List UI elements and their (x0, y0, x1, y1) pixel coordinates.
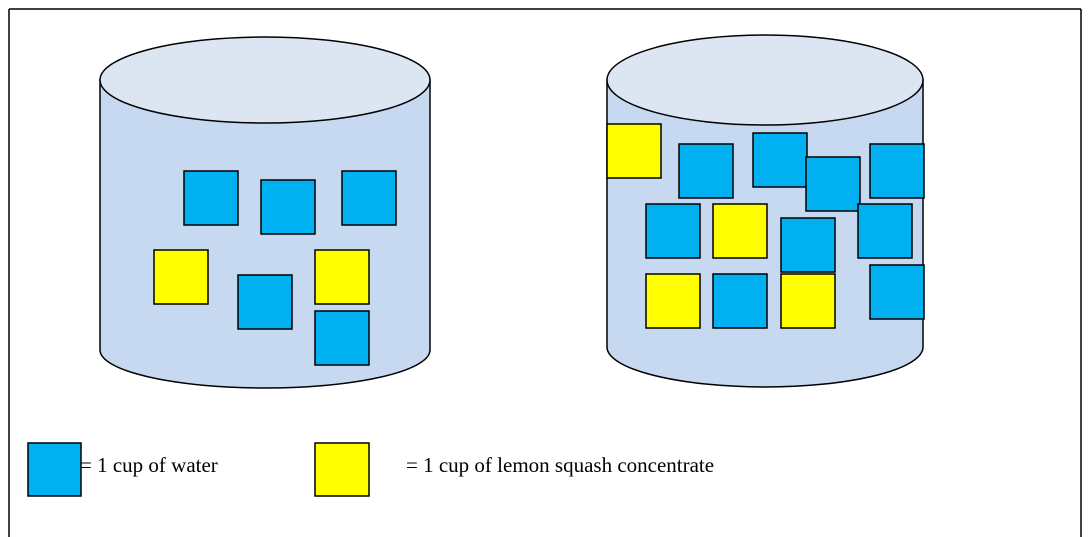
legend-water-swatch (27, 442, 82, 497)
lemon-cup-square (780, 273, 836, 329)
water-cup-square (678, 143, 734, 199)
water-cup-square (712, 273, 768, 329)
lemon-cup-square (314, 249, 370, 305)
right-container-top (606, 34, 924, 126)
lemon-cup-square (606, 123, 662, 179)
legend-lemon-swatch (314, 442, 370, 497)
water-cup-square (341, 170, 397, 226)
water-cup-square (869, 264, 925, 320)
left-container-cups (153, 170, 397, 366)
left-container (99, 36, 431, 389)
right-container-cups (606, 123, 925, 329)
water-cup-square (314, 310, 370, 366)
lemon-cup-square (645, 273, 701, 329)
water-cup-square (805, 156, 861, 212)
lemon-cup-square (712, 203, 768, 259)
left-container-top (99, 36, 431, 124)
water-cup-square (752, 132, 808, 188)
right-container (606, 34, 925, 388)
water-cup-square (645, 203, 701, 259)
water-cup-square (857, 203, 913, 259)
water-cup-square (237, 274, 293, 330)
water-cup-square (780, 217, 836, 273)
lemon-cup-square (153, 249, 209, 305)
water-cup-square (869, 143, 925, 199)
water-cup-square (260, 179, 316, 235)
legend-water-label: = 1 cup of water (80, 453, 218, 477)
legend-lemon-label: = 1 cup of lemon squash concentrate (406, 453, 715, 477)
water-cup-square (183, 170, 239, 226)
